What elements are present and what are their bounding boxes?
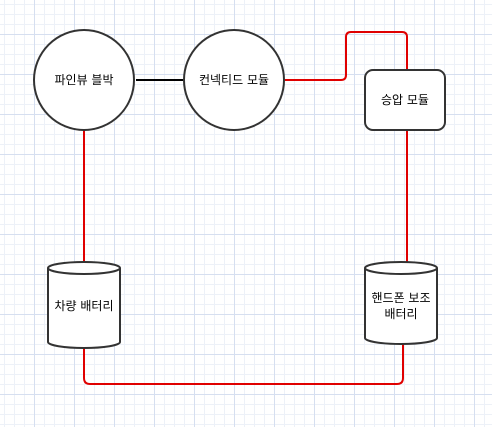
node-connected-module[interactable]: 컨넥티드 모듈 <box>183 29 285 131</box>
boost-module-label: 승압 모듈 <box>381 93 429 107</box>
connected-module-circle <box>183 29 285 131</box>
node-blackbox[interactable]: 파인뷰 블박 <box>33 29 135 131</box>
car-battery-cylinder <box>47 268 121 349</box>
edge-connected-module-to-boost-module[interactable] <box>285 31 408 81</box>
node-car-battery[interactable]: 차량 배터리 <box>47 261 121 349</box>
blackbox-circle <box>33 29 135 131</box>
phone-battery-label-line1: 핸드폰 보조 <box>371 290 430 305</box>
edge-car-battery-to-phone-battery[interactable] <box>83 342 404 385</box>
phone-battery-top <box>364 261 438 275</box>
car-battery-label: 차량 배터리 <box>54 299 113 313</box>
car-battery-top <box>47 261 121 275</box>
phone-battery-label-line2: 배터리 <box>384 307 417 321</box>
node-boost-module[interactable]: 승압 모듈 <box>364 69 446 131</box>
boost-module-box <box>364 69 446 131</box>
node-phone-battery[interactable]: 핸드폰 보조 배터리 <box>364 261 438 345</box>
connected-module-label: 컨넥티드 모듈 <box>199 73 269 87</box>
blackbox-label: 파인뷰 블박 <box>54 73 113 87</box>
phone-battery-cylinder <box>364 268 438 345</box>
